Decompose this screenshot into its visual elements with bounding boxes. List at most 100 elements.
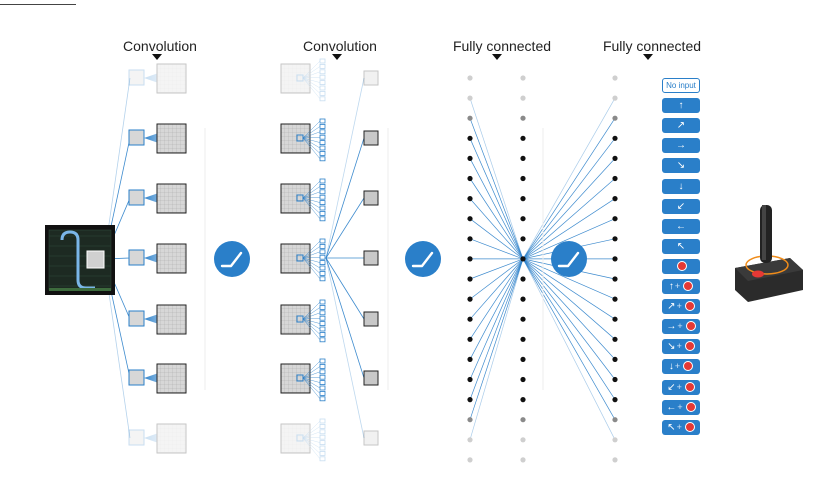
conv1-filter <box>128 69 145 86</box>
conv2-kernel <box>319 64 326 69</box>
conv2-kernel <box>319 429 326 435</box>
conv2-unit <box>280 118 379 162</box>
fc-neuron <box>467 256 473 262</box>
action-none-fire-button <box>662 258 700 274</box>
conv2-connection <box>325 197 365 259</box>
conv2-kernel <box>319 445 326 451</box>
fc-neuron <box>520 75 526 81</box>
conv2-input-map <box>280 123 311 154</box>
conv2-fan <box>302 437 321 459</box>
conv2-fan <box>302 431 321 439</box>
conv2-fan <box>302 318 321 330</box>
conv2-kernel <box>319 134 326 140</box>
conv2-kernel <box>319 194 326 200</box>
fc-layers <box>467 75 618 463</box>
conv1-unit <box>128 423 187 454</box>
conv2-kernel <box>319 183 326 189</box>
action-up-left-button: ↖ <box>662 238 700 254</box>
fc-neuron <box>612 316 618 322</box>
conv2-output-map <box>363 250 379 266</box>
conv2-kernel <box>319 178 326 184</box>
conv2-kernel <box>319 85 326 91</box>
fc-neuron <box>520 196 526 202</box>
conv2-fan <box>302 197 321 199</box>
conv2-fan <box>302 301 321 320</box>
fc-neuron <box>467 196 473 202</box>
conv2-output-map <box>363 370 379 386</box>
conv2-kernel <box>319 310 326 316</box>
plus-sign: + <box>674 281 681 291</box>
conv2-patch <box>296 74 304 82</box>
conv2-fan <box>302 137 321 139</box>
conv1-unit <box>128 123 187 154</box>
fc-neuron <box>612 356 618 362</box>
conv2-kernel <box>319 129 326 135</box>
conv2-kernel <box>319 69 326 75</box>
fc-neuron <box>467 216 473 222</box>
conv2-kernel <box>319 156 326 162</box>
conv2-fan <box>302 437 321 449</box>
conv2-fan <box>302 377 321 394</box>
fc1-connection <box>469 258 524 400</box>
fc2-connection <box>522 258 616 380</box>
conv1-feature-map <box>156 423 187 454</box>
conv2-kernel <box>319 189 326 195</box>
conv2-kernel <box>319 260 326 266</box>
fc2-connection <box>522 258 616 360</box>
conv2-fan <box>302 371 321 379</box>
fc-neuron <box>467 397 473 403</box>
fc1-connection <box>469 97 524 260</box>
fc-neuron <box>612 95 618 101</box>
fc-neuron <box>520 95 526 101</box>
activation-icons <box>214 241 587 277</box>
conv2-output-map <box>363 430 379 446</box>
joystick-icon <box>735 205 803 302</box>
action-up-fire-button: ↑+ <box>662 279 700 294</box>
conv1-filter <box>128 369 145 386</box>
joystick-fire-button <box>752 270 764 278</box>
conv1-feature-map <box>156 63 187 94</box>
conv2-fan <box>302 197 321 214</box>
conv2-input-map <box>280 304 311 335</box>
conv2-unit <box>280 299 379 343</box>
fc1-connection <box>469 238 524 260</box>
conv2-fan <box>302 318 321 320</box>
conv2-kernel <box>319 74 326 80</box>
conv2-layer <box>280 58 379 462</box>
fc-neuron <box>612 276 618 282</box>
fc1-connection <box>469 258 524 280</box>
conv2-kernel <box>319 434 326 440</box>
action-up-left-fire-button: ↖+ <box>662 419 700 435</box>
conv2-label: Convolution <box>303 38 377 54</box>
arrow-up-right-icon: ↗ <box>667 301 676 313</box>
layer-arrow-marker <box>492 54 502 60</box>
fc-neuron <box>467 276 473 282</box>
relu-activation-icon <box>214 241 250 277</box>
conv2-unit <box>280 178 379 222</box>
conv1-filter <box>128 429 145 446</box>
conv2-kernel <box>319 238 326 244</box>
fc1-connection <box>469 158 524 260</box>
fc-neuron <box>467 376 473 383</box>
top-tab-indicator <box>0 0 76 5</box>
fc1-label: Fully connected <box>452 38 552 54</box>
fc-neuron <box>612 115 618 121</box>
fc-neuron <box>520 336 526 342</box>
conv2-kernel <box>319 205 326 211</box>
fc-neuron <box>520 155 526 161</box>
conv2-input-map <box>280 243 311 274</box>
conv2-kernel <box>319 265 326 271</box>
action-down-button: ↓ <box>662 178 700 194</box>
conv2-fan <box>302 318 321 335</box>
conv2-kernel <box>319 390 326 396</box>
conv2-connection <box>325 257 365 320</box>
conv2-fan <box>302 257 321 274</box>
fc1-connection <box>469 258 524 320</box>
fc-neuron <box>467 356 473 362</box>
conv1-layer <box>128 63 187 454</box>
layer-dividers <box>204 128 544 390</box>
conv2-fan <box>302 186 321 199</box>
fc-neuron <box>520 457 526 463</box>
fc2-label: Fully connected <box>602 38 702 54</box>
conv2-patch <box>296 434 304 442</box>
